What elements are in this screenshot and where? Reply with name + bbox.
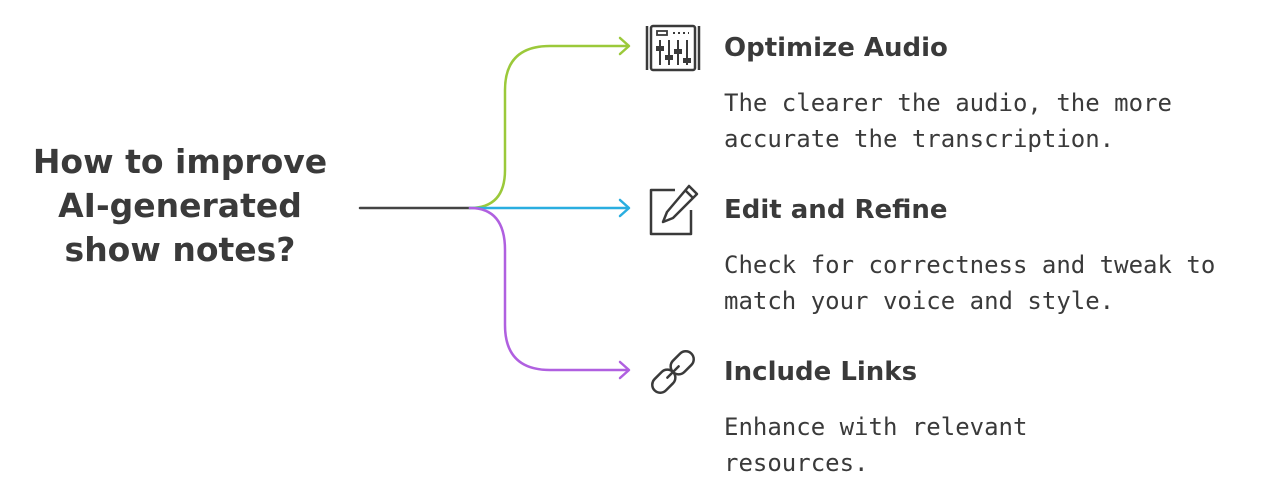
branch-title: Optimize Audio xyxy=(724,33,948,63)
branch-description-line-1: Check for correctness and tweak to xyxy=(724,251,1216,279)
branch-description-line-1: Enhance with relevant xyxy=(724,413,1028,441)
branch-description-line-2: accurate the transcription. xyxy=(724,125,1115,153)
branch-description: The clearer the audio, the more accurate… xyxy=(724,85,1172,157)
arrowhead-edit-refine xyxy=(618,198,631,218)
branch-title: Edit and Refine xyxy=(724,195,948,225)
chain-link-icon xyxy=(645,344,701,400)
root-question: How to improve AI-generated show notes? xyxy=(10,140,350,272)
branch-description-line-2: resources. xyxy=(724,449,869,477)
root-question-line-2: AI-generated xyxy=(58,186,302,225)
edit-pencil-icon xyxy=(645,182,701,238)
root-question-line-1: How to improve xyxy=(32,142,328,181)
branch-description: Enhance with relevant resources. xyxy=(724,409,1027,481)
audio-mixer-icon xyxy=(645,22,701,78)
arrowhead-optimize-audio xyxy=(618,36,631,56)
branch-description-line-1: The clearer the audio, the more xyxy=(724,89,1172,117)
arrowhead-include-links xyxy=(618,360,631,380)
branch-description: Check for correctness and tweak to match… xyxy=(724,247,1215,319)
connector-include-links xyxy=(468,206,630,372)
root-question-line-3: show notes? xyxy=(64,230,296,269)
branch-title: Include Links xyxy=(724,357,918,387)
branch-description-line-2: match your voice and style. xyxy=(724,287,1115,315)
connector-optimize-audio xyxy=(468,44,630,210)
